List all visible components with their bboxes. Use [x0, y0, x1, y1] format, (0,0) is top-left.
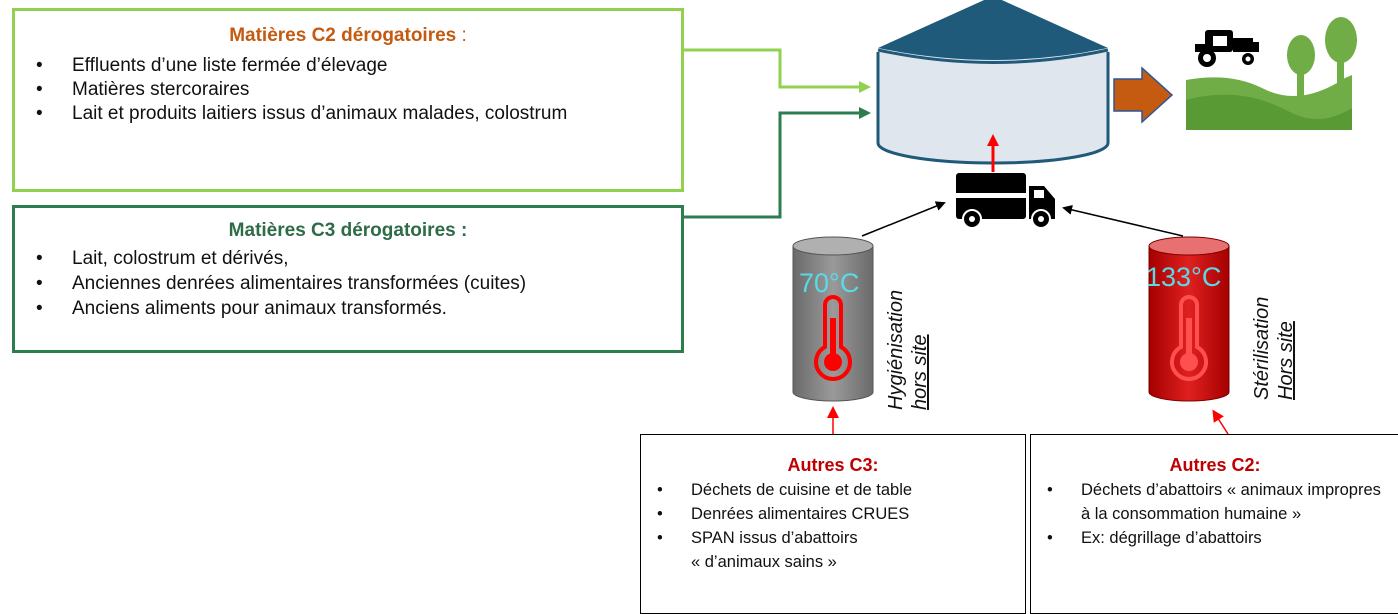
c3-derogatory-box: Matières C3 dérogatoires : Lait, colostr… — [12, 205, 684, 353]
list-item: Effluents d’une liste fermée d’élevage — [15, 54, 681, 78]
list-item: Anciens aliments pour animaux transformé… — [15, 296, 681, 321]
sterilisation-label-line2: Hors site — [1275, 321, 1297, 400]
thermometer-icon — [1170, 295, 1208, 381]
sterilisation-temperature: 133°C — [1146, 262, 1222, 292]
truck-icon — [956, 173, 1055, 229]
list-item: SPAN issus d’abattoirs — [641, 526, 1025, 550]
list-item: Déchets d’abattoirs « animaux impropres … — [1031, 478, 1398, 526]
autres-c3-title: Autres C3: — [787, 455, 879, 475]
c3-connector — [684, 107, 871, 219]
field-icon — [1186, 17, 1357, 130]
hygienisation-label: Hygiénisation hors site — [884, 290, 932, 410]
autres-c2-to-tank-arrow — [1212, 409, 1229, 435]
orange-arrow-icon — [1113, 66, 1174, 124]
autres-c3-list: Déchets de cuisine et de table Denrées a… — [641, 478, 1025, 574]
list-item: Lait, colostrum et dérivés, — [15, 246, 681, 271]
thermometer-icon — [814, 295, 852, 381]
autres-c2-title: Autres C2: — [1169, 455, 1261, 475]
c2-item-list: Effluents d’une liste fermée d’élevage M… — [15, 54, 681, 126]
c2-box-title: Matières C2 dérogatoires : — [15, 25, 681, 47]
list-item: Anciennes denrées alimentaires transform… — [15, 271, 681, 296]
list-item-continuation: « d’animaux sains » — [691, 553, 837, 571]
c3-box-title: Matières C3 dérogatoires : — [228, 220, 468, 241]
digester-icon — [876, 0, 1110, 165]
list-item: Ex: dégrillage d’abattoirs — [1031, 526, 1398, 550]
c2-title-colon: : — [456, 25, 467, 46]
list-item: Matières stercoraires — [15, 78, 681, 102]
c2-derogatory-box: Matières C2 dérogatoires : Effluents d’u… — [12, 8, 684, 192]
list-item: Lait et produits laitiers issus d’animau… — [15, 102, 681, 126]
hygienisation-temperature: 70°C — [799, 268, 860, 298]
red-tank-to-truck-arrow — [1062, 204, 1184, 237]
sterilisation-label: Stérilisation Hors site — [1250, 297, 1298, 400]
autres-c3-box: Autres C3: Déchets de cuisine et de tabl… — [640, 434, 1026, 614]
list-item: Denrées alimentaires CRUES — [641, 502, 1025, 526]
c2-connector — [684, 48, 871, 93]
autres-c2-list: Déchets d’abattoirs « animaux impropres … — [1031, 478, 1398, 550]
list-item: Déchets de cuisine et de table — [641, 478, 1025, 502]
hygienisation-label-line1: Hygiénisation — [885, 289, 907, 410]
sterilisation-label-line1: Stérilisation — [1251, 296, 1273, 400]
c2-title-text: Matières C2 dérogatoires — [229, 25, 457, 46]
tractor-icon — [1195, 30, 1259, 67]
c3-item-list: Lait, colostrum et dérivés, Anciennes de… — [15, 246, 681, 321]
grey-tank-to-truck-arrow — [861, 201, 946, 237]
autres-c2-box: Autres C2: Déchets d’abattoirs « animaux… — [1030, 434, 1398, 614]
hygienisation-label-line2: hors site — [909, 334, 931, 410]
